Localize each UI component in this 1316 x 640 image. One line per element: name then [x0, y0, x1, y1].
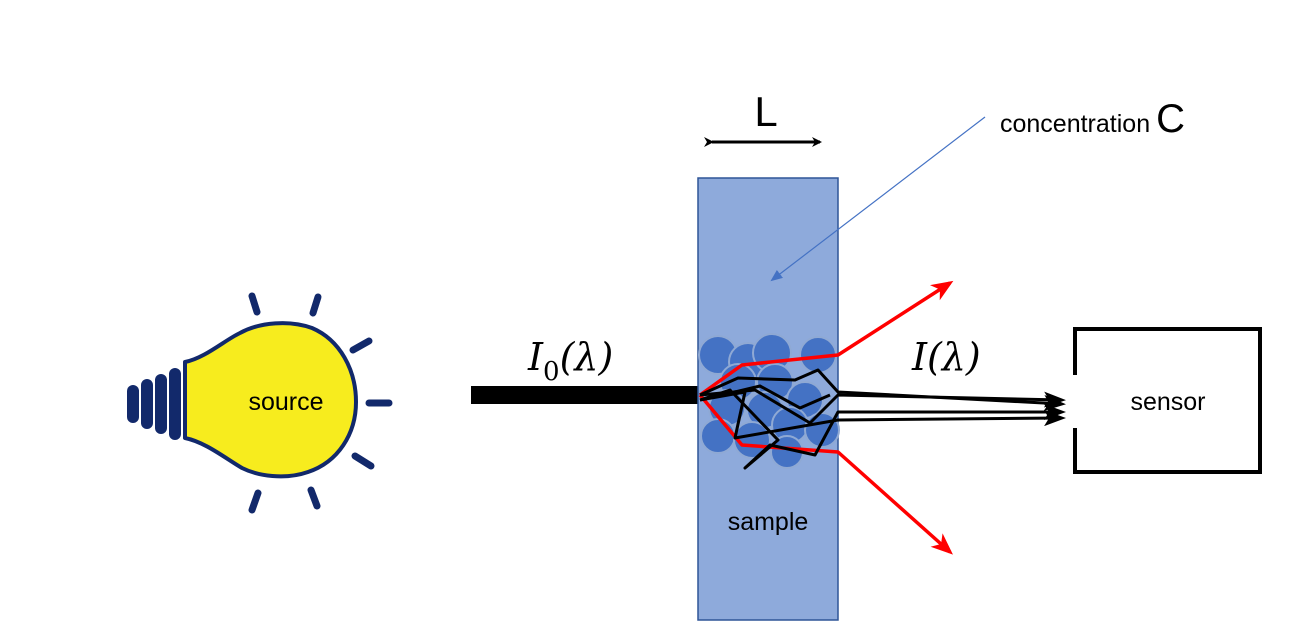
sensor: sensor: [1073, 327, 1262, 474]
sample: L sample: [697, 88, 840, 621]
concentration-pointer: [770, 116, 986, 282]
transmitted-intensity-label: I(λ): [911, 335, 981, 379]
incident-intensity-label: I0(λ): [527, 335, 613, 387]
transmitted-paths: [699, 368, 1066, 470]
light-rays-icon: [248, 292, 393, 514]
source-label: source: [248, 388, 323, 416]
incident-beam: [471, 386, 700, 404]
bulb-icon: [183, 321, 358, 479]
thickness-label: L: [754, 88, 777, 135]
light-source: source: [127, 292, 393, 514]
sensor-box: [1073, 327, 1262, 474]
sensor-label: sensor: [1130, 388, 1205, 416]
sample-label: sample: [728, 508, 809, 536]
bulb-base-icon: [127, 368, 181, 440]
